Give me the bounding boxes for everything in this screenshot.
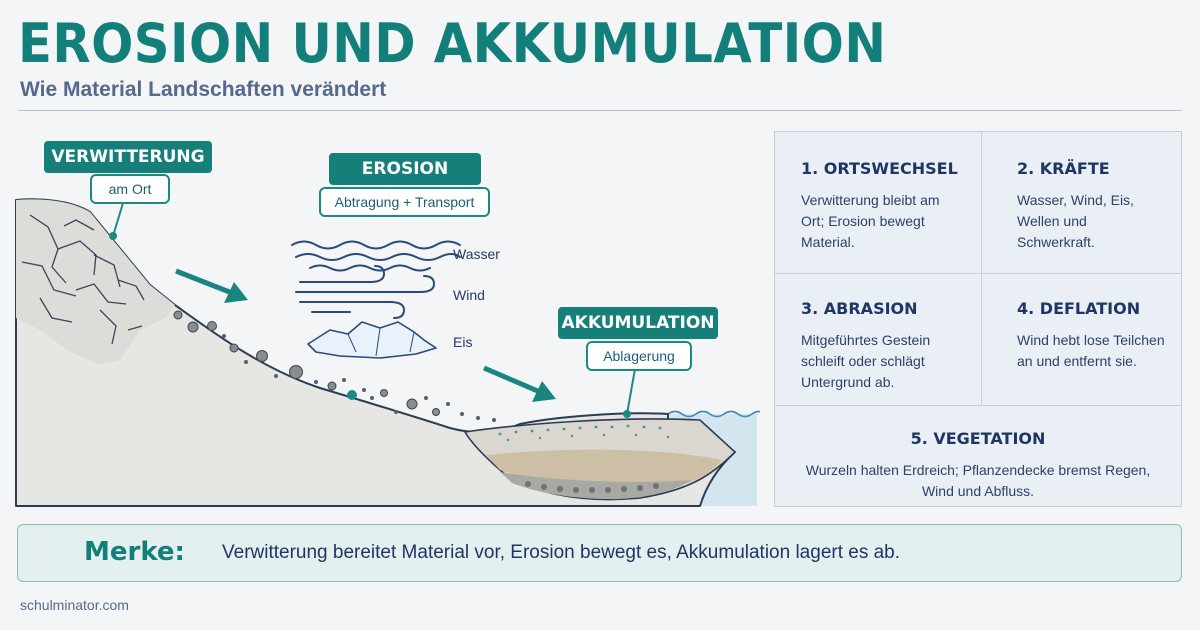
erosion-sublabel: Abtragung + Transport xyxy=(319,187,490,217)
info-cell-ortswechsel: 1. ORTSWECHSEL Verwitterung bleibt am Or… xyxy=(801,159,966,253)
akkumulation-label: AKKUMULATION xyxy=(558,307,718,339)
verwitterung-connector xyxy=(112,202,124,237)
ice-floe-icon xyxy=(307,321,437,359)
sediment-layer-sand xyxy=(486,449,722,484)
small-grains xyxy=(222,334,496,422)
erosion-label: EROSION xyxy=(329,153,481,185)
header-divider xyxy=(18,110,1182,111)
verwitterung-label: VERWITTERUNG xyxy=(44,141,212,173)
verwitterung-connector-dot xyxy=(109,232,117,240)
verwitterung-sublabel: am Ort xyxy=(90,174,170,204)
medium-label-eis: Eis xyxy=(453,334,473,350)
info-cell-heading: 5. VEGETATION xyxy=(910,429,1046,448)
akkumulation-connector xyxy=(626,368,636,415)
info-cell-deflation: 4. DEFLATION Wind hebt lose Teilchen an … xyxy=(1017,299,1167,372)
sediment-dots xyxy=(498,424,670,442)
water-wave-line xyxy=(667,410,760,418)
info-cell-heading: 4. DEFLATION xyxy=(1017,299,1141,318)
transported-pebbles xyxy=(173,310,440,416)
rock-cracks xyxy=(21,214,145,345)
water-waves-icon xyxy=(291,240,461,272)
info-cell-kraefte: 2. KRÄFTE Wasser, Wind, Eis, Wellen und … xyxy=(1017,159,1167,253)
landscape-illustration xyxy=(15,198,760,507)
panel-vertical-divider xyxy=(981,132,982,405)
info-cell-text: Wind hebt lose Teilchen an und entfernt … xyxy=(1017,332,1165,369)
merke-label: Merke: xyxy=(84,537,185,567)
medium-label-wasser: Wasser xyxy=(453,246,500,262)
panel-divider xyxy=(775,405,1181,406)
akkumulation-connector-dot xyxy=(623,410,631,418)
merke-banner: Merke: Verwitterung bereitet Material vo… xyxy=(17,524,1182,582)
akkumulation-sublabel: Ablagerung xyxy=(586,341,692,371)
info-cell-heading: 1. ORTSWECHSEL xyxy=(801,159,958,178)
info-cell-vegetation: 5. VEGETATION Wurzeln halten Erdreich; P… xyxy=(805,429,1151,502)
info-cell-heading: 3. ABRASION xyxy=(801,299,918,318)
page-subtitle: Wie Material Landschaften verändert xyxy=(20,78,387,101)
info-cell-abrasion: 3. ABRASION Mitgeführtes Gestein schleif… xyxy=(801,299,966,393)
arrow-right-icon xyxy=(175,268,248,303)
info-panel: 1. ORTSWECHSEL Verwitterung bleibt am Or… xyxy=(774,131,1182,507)
info-cell-text: Mitgeführtes Gestein schleift oder schlä… xyxy=(801,332,931,390)
page-title: EROSION UND AKKUMULATION xyxy=(18,12,887,75)
info-cell-heading: 2. KRÄFTE xyxy=(1017,159,1110,178)
cracked-rock xyxy=(16,199,175,365)
sediment-layer-gravel xyxy=(500,472,692,500)
footer-site: schulminator.com xyxy=(20,597,129,613)
info-cell-text: Verwitterung bleibt am Ort; Erosion bewe… xyxy=(801,192,940,250)
info-cell-text: Wasser, Wind, Eis, Wellen und Schwerkraf… xyxy=(1017,192,1134,250)
arrow-right-icon xyxy=(483,365,556,402)
merke-text: Verwitterung bereitet Material vor, Eros… xyxy=(222,542,901,563)
wind-gust-icon xyxy=(295,265,436,319)
panel-divider xyxy=(775,273,1181,274)
gravel-pebbles xyxy=(525,481,659,493)
water-body xyxy=(668,414,757,506)
info-cell-text: Wurzeln halten Erdreich; Pflanzendecke b… xyxy=(805,462,1151,499)
medium-label-wind: Wind xyxy=(453,287,485,303)
marked-pebble xyxy=(347,390,357,400)
